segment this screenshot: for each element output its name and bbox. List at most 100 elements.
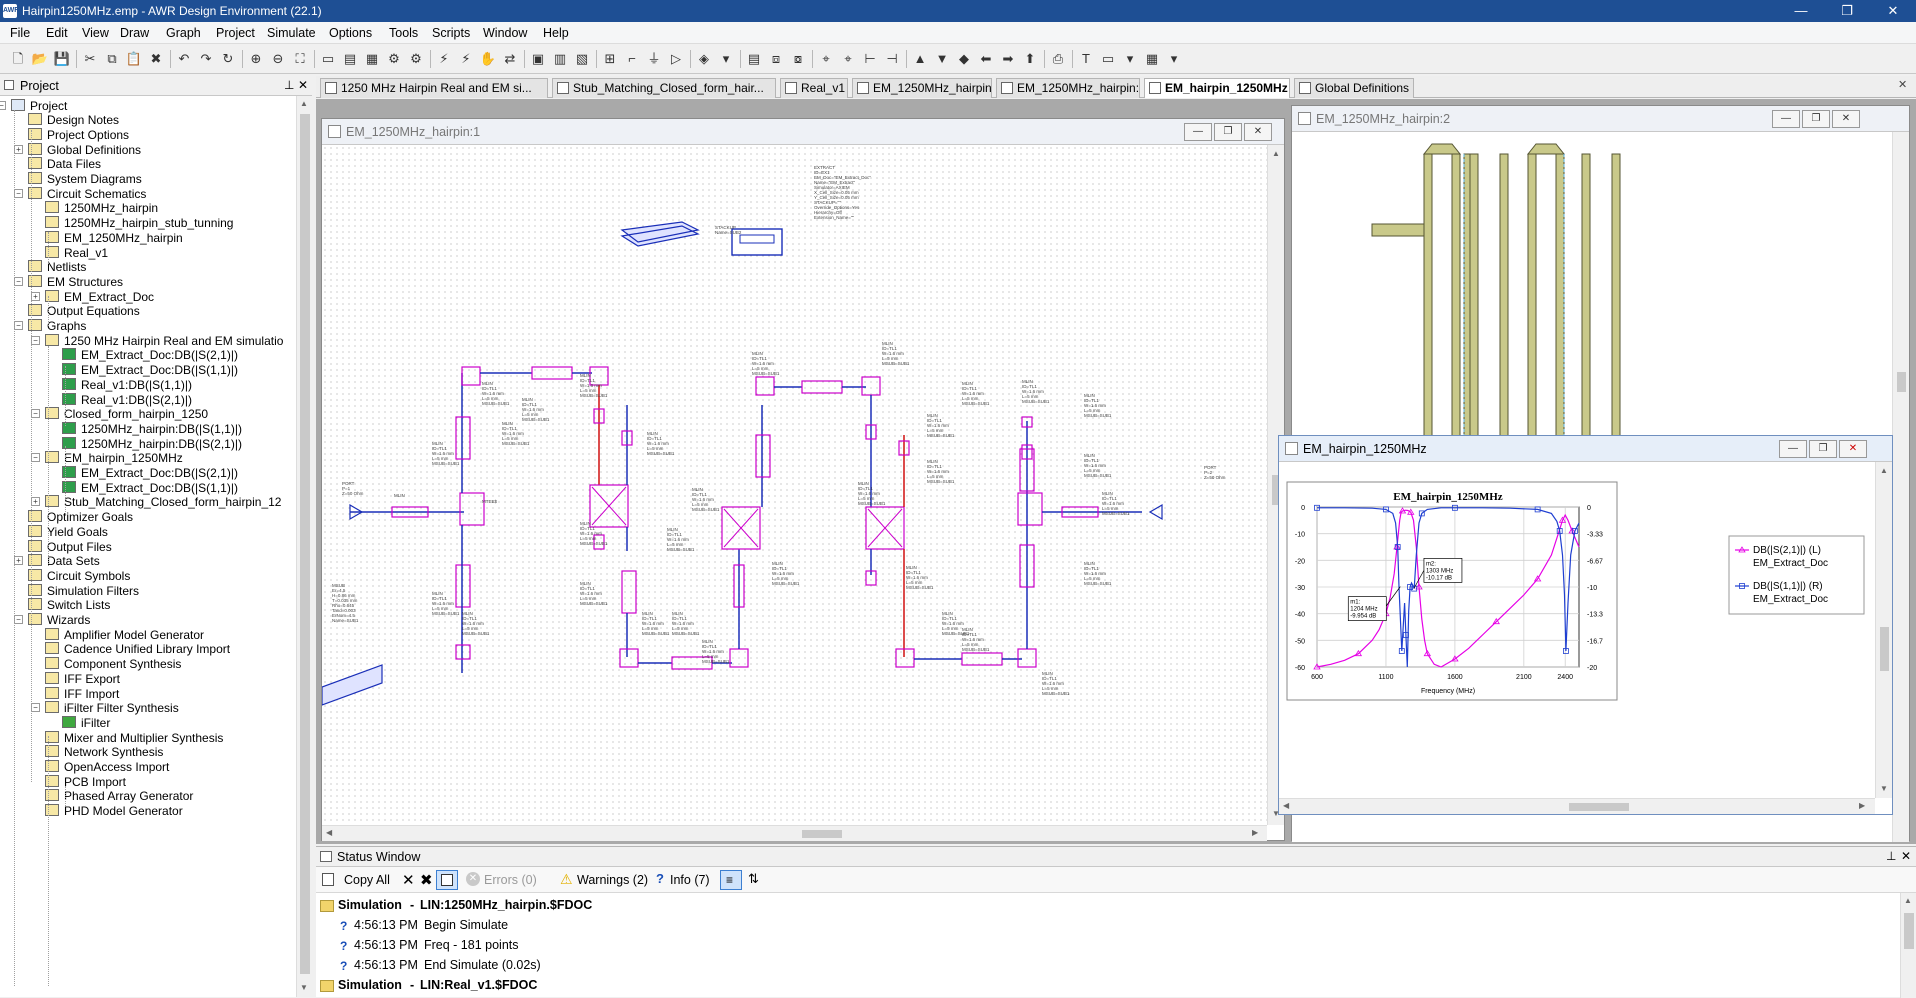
- delete-icon[interactable]: ✖: [150, 51, 162, 66]
- coupled-line-element[interactable]: [589, 484, 629, 528]
- open-folder-icon[interactable]: 📂: [31, 51, 49, 66]
- tree-item[interactable]: Switch Lists: [0, 596, 296, 614]
- project-tree-scroll-thumb[interactable]: [300, 114, 310, 974]
- tree-item[interactable]: Cadence Unified Library Import: [0, 640, 296, 658]
- tree-item[interactable]: 1250MHz_hairpin:DB(|S(2,1)|): [0, 435, 296, 453]
- collapse-icon[interactable]: −: [14, 321, 23, 330]
- min-marker-icon[interactable]: ▼: [935, 51, 949, 66]
- collapse-icon[interactable]: −: [31, 409, 40, 419]
- microstrip-element[interactable]: [801, 380, 843, 394]
- list-view-button[interactable]: ≡: [720, 870, 742, 890]
- dropdown-icon[interactable]: ▾: [1170, 51, 1178, 66]
- errors-filter-button[interactable]: Errors (0): [484, 873, 537, 887]
- layer-icon[interactable]: ▦: [1145, 51, 1159, 66]
- graph-vscroll[interactable]: ▲ ▼: [1875, 462, 1892, 798]
- schematic-icon[interactable]: ▭: [321, 51, 335, 66]
- tree-item[interactable]: Output Equations: [0, 302, 296, 320]
- tree-item[interactable]: EM_Extract_Doc:DB(|S(2,1)|): [0, 346, 296, 364]
- add-element-icon[interactable]: ⊞: [604, 51, 616, 66]
- tree-item[interactable]: +EM_Extract_Doc: [0, 288, 296, 306]
- microstrip-element[interactable]: [391, 506, 429, 518]
- graph-chart[interactable]: EM_hairpin_1250MHz0-10-20-30-40-50-600-3…: [1279, 462, 1875, 798]
- cut-icon[interactable]: ✂: [84, 51, 96, 66]
- tree-item[interactable]: +Stub_Matching_Closed_form_hairpin_12: [0, 493, 296, 511]
- menu-simulate[interactable]: Simulate: [267, 26, 316, 40]
- add-measurement-icon[interactable]: ▦: [365, 51, 379, 66]
- microstrip-element[interactable]: [898, 440, 910, 456]
- menu-file[interactable]: File: [10, 26, 31, 40]
- tab-stub-matching-closed-form-hair[interactable]: Stub_Matching_Closed_form_hair...: [552, 78, 776, 98]
- max-marker-icon[interactable]: ▲: [913, 51, 927, 66]
- microstrip-element[interactable]: [861, 376, 881, 396]
- marker-label-box[interactable]: [1347, 596, 1387, 621]
- zoom-fit-icon[interactable]: ⛶: [295, 51, 305, 66]
- stackup-symbol[interactable]: [620, 221, 700, 247]
- optimize-icon[interactable]: ⚙: [388, 51, 400, 66]
- microstrip-element[interactable]: [865, 424, 877, 440]
- microstrip-element[interactable]: [755, 434, 771, 478]
- menu-draw[interactable]: Draw: [120, 26, 150, 40]
- up-icon[interactable]: ⬆: [1024, 51, 1036, 66]
- tune-icon[interactable]: ⚙: [410, 51, 422, 66]
- text-icon[interactable]: T: [1082, 51, 1090, 66]
- tab-1250-mhz-hairpin-real-and-em-si[interactable]: 1250 MHz Hairpin Real and EM si...: [320, 78, 548, 98]
- msub-symbol[interactable]: [322, 664, 383, 706]
- prev-icon[interactable]: ➡: [1002, 51, 1014, 66]
- microstrip-element[interactable]: [961, 652, 1003, 666]
- microstrip-element[interactable]: [461, 366, 481, 386]
- microstrip-element[interactable]: [733, 564, 745, 608]
- warnings-filter-button[interactable]: Warnings (2): [577, 873, 649, 887]
- dropdown-icon[interactable]: ▾: [1126, 51, 1134, 66]
- collapse-icon[interactable]: −: [14, 276, 23, 286]
- menu-help[interactable]: Help: [543, 26, 569, 40]
- tree-item[interactable]: PHD Model Generator: [0, 802, 296, 820]
- marker-line-icon[interactable]: ⊢: [864, 51, 876, 66]
- tree-item[interactable]: −1250 MHz Hairpin Real and EM simulatio: [0, 332, 296, 350]
- tree-item[interactable]: −iFilter Filter Synthesis: [0, 699, 296, 717]
- layout-bend[interactable]: [1526, 143, 1566, 155]
- copy-icon[interactable]: ⧉: [107, 51, 117, 66]
- clear-icon[interactable]: ✕: [402, 872, 415, 889]
- collapse-icon[interactable]: −: [14, 615, 23, 624]
- microstrip-element[interactable]: [1061, 506, 1099, 518]
- tab-close-icon[interactable]: ✕: [1898, 79, 1908, 91]
- coupled-line-element[interactable]: [865, 506, 905, 550]
- microstrip-element[interactable]: [755, 376, 775, 396]
- tree-item[interactable]: 1250MHz_hairpin_stub_tunning: [0, 214, 296, 232]
- menu-graph[interactable]: Graph: [166, 26, 201, 40]
- microstrip-element[interactable]: [1021, 416, 1033, 428]
- delete-icon[interactable]: ✖: [420, 872, 433, 889]
- tree-item[interactable]: +Data Sets: [0, 552, 296, 570]
- graph-vscroll-thumb[interactable]: [1880, 627, 1889, 671]
- layout-bend[interactable]: [1422, 143, 1462, 155]
- microstrip-element[interactable]: [621, 570, 637, 614]
- menu-view[interactable]: View: [82, 26, 109, 40]
- schematic-hscroll[interactable]: ◀ ▶: [322, 825, 1267, 841]
- minimize-icon[interactable]: —: [1772, 110, 1800, 128]
- view-3d-icon[interactable]: ⧈: [771, 51, 781, 66]
- layout-icon[interactable]: ▣: [531, 51, 545, 66]
- coupled-line-element[interactable]: [721, 506, 761, 550]
- minimize-icon[interactable]: —: [1794, 3, 1808, 18]
- refresh-icon[interactable]: ↻: [222, 51, 234, 66]
- marker-delta-icon[interactable]: ⌖: [844, 51, 852, 66]
- marker-search-icon[interactable]: ⊣: [886, 51, 898, 66]
- microstrip-element[interactable]: [729, 648, 749, 668]
- pin-icon[interactable]: ⊥: [284, 78, 295, 92]
- layout-vscroll[interactable]: [1892, 132, 1909, 842]
- zoom-out-icon[interactable]: ⊖: [272, 51, 284, 66]
- tab-em-1250mhz-hairpin-2[interactable]: EM_1250MHz_hairpin:2: [996, 78, 1140, 98]
- status-group-row[interactable]: Simulation-LIN:Real_v1.$FDOC: [316, 977, 1896, 997]
- menu-project[interactable]: Project: [216, 26, 255, 40]
- menu-options[interactable]: Options: [329, 26, 373, 40]
- zoom-in-icon[interactable]: ⊕: [250, 51, 262, 66]
- frame-icon[interactable]: ▭: [1101, 51, 1115, 66]
- port2-symbol[interactable]: [1148, 503, 1163, 521]
- tree-item[interactable]: 1250MHz_hairpin:DB(|S(1,1)|): [0, 420, 296, 438]
- print-icon[interactable]: ⎙: [1052, 51, 1064, 66]
- pin-icon[interactable]: ⊥: [1886, 849, 1897, 863]
